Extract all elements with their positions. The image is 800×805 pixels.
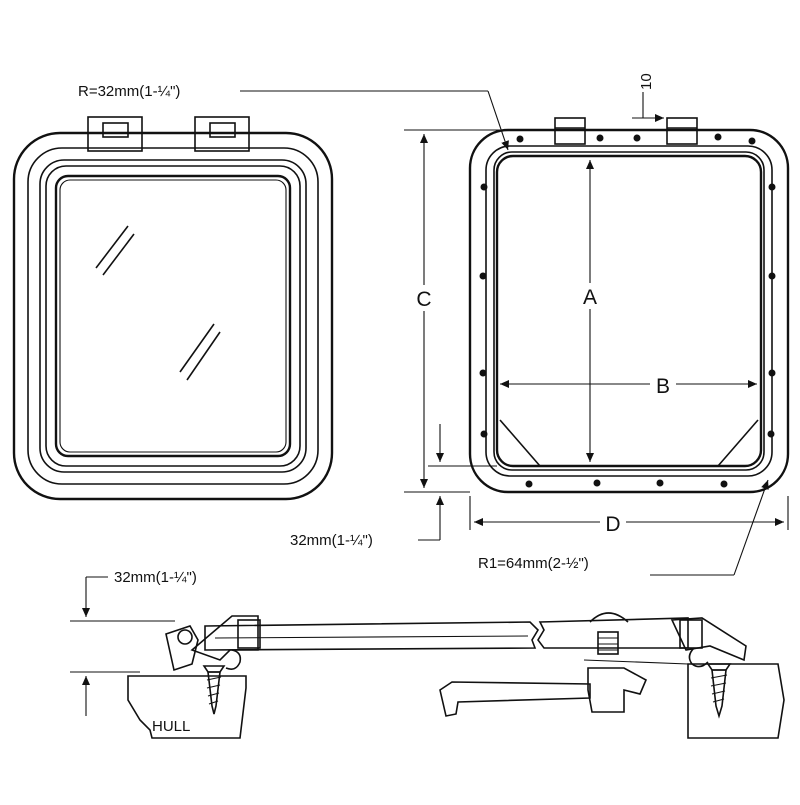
dimension-b-label: B <box>656 375 670 398</box>
hatch-frame-view: C A B D 32mm(1-¼") <box>78 73 790 576</box>
hinge-gap-dimension <box>632 92 664 122</box>
flange-width-label: 32mm(1-¼") <box>290 532 373 549</box>
dimension-d-label: D <box>605 513 620 536</box>
dimension-d <box>469 496 789 536</box>
clip-right-icon <box>688 647 709 668</box>
screw-holes <box>479 133 776 488</box>
outer-radius-label: R1=64mm(2-½") <box>478 555 589 572</box>
height-offset-label: 32mm(1-¼") <box>114 569 197 586</box>
dimension-b <box>500 372 757 398</box>
frame-hinge-right <box>666 117 698 145</box>
corner-radius-leader <box>240 90 509 151</box>
hull-label: HULL <box>152 718 190 735</box>
latch-assembly <box>439 612 689 717</box>
lid-plate <box>204 617 689 651</box>
flange-width-dimension <box>418 424 497 541</box>
frame-section-left <box>165 615 261 672</box>
dimension-c <box>404 129 500 493</box>
dimension-a-label: A <box>583 286 597 309</box>
frame-section-right <box>670 617 747 662</box>
hinge-left <box>87 116 143 152</box>
corner-radius-label: R=32mm(1-¼") <box>78 83 180 100</box>
hatch-cross-section <box>70 576 785 739</box>
glass-reflection-icon <box>95 225 221 381</box>
outer-radius-leader <box>650 479 769 576</box>
dimension-a <box>578 160 602 462</box>
frame-hinge-left <box>554 117 586 145</box>
hull-left <box>127 675 247 739</box>
screw-right-icon <box>706 663 732 719</box>
hinge-gap-label: 10 <box>638 73 655 90</box>
dimension-c-label: C <box>416 288 431 311</box>
clip-left-icon <box>225 649 242 670</box>
hinge-right <box>194 116 250 152</box>
screw-left-icon <box>202 665 226 715</box>
hatch-front-view <box>12 116 334 501</box>
hull-right <box>687 663 785 739</box>
